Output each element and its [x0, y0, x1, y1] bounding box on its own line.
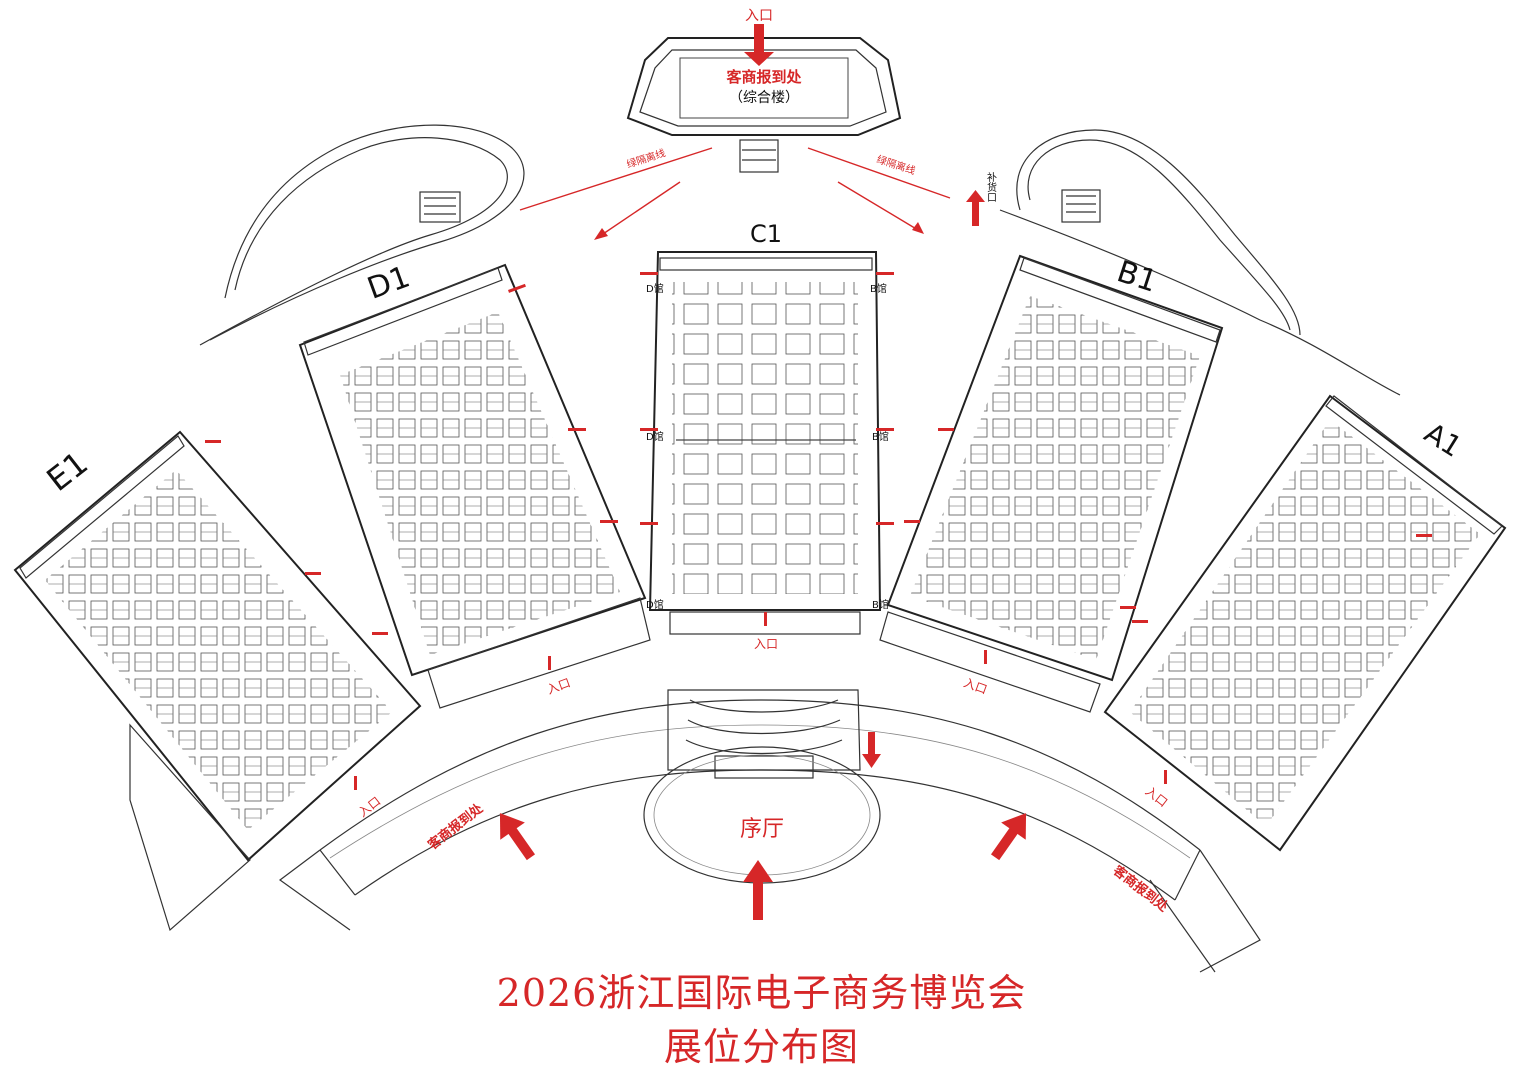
arrow-up-icon	[743, 860, 773, 920]
registration-top-label: 客商报到处	[725, 68, 802, 86]
hall-a1-label: A1	[1419, 416, 1468, 464]
left-ramp	[199, 124, 525, 346]
top-entrance-arrow	[744, 24, 774, 66]
e1-side-arrows	[205, 440, 388, 790]
arrow-down-icon	[862, 732, 881, 768]
registration-bottom-right-label: 客商报到处	[1110, 863, 1172, 916]
lobby-oval	[643, 746, 881, 884]
lobby-label: 序厅	[740, 817, 784, 842]
supply-entrance-label: 补货口	[985, 171, 997, 202]
arrow-up-icon	[499, 813, 536, 861]
c1-d-hall-label-bot: D馆	[646, 598, 664, 611]
hall-a1	[1103, 394, 1507, 852]
hall-e1-label: E1	[40, 444, 95, 499]
hall-c1	[648, 251, 882, 635]
hall-d1-label: D1	[363, 259, 415, 306]
hall-e1	[13, 430, 422, 932]
c1-d-hall-label-top: D馆	[646, 282, 664, 295]
c1-entrance-label: 入口	[754, 637, 778, 651]
hall-d1	[298, 263, 651, 709]
hall-b1	[879, 254, 1224, 713]
a1-entrance-label: 入口	[1143, 784, 1171, 810]
b1-side-arrows	[904, 428, 1136, 664]
d1-side-arrows	[508, 283, 618, 670]
isolation-left-label: 绿隔离线	[625, 146, 667, 171]
c1-d-hall-label-mid: D馆	[646, 430, 664, 443]
isolation-lines	[519, 147, 951, 240]
supply-entrance-arrow	[966, 190, 985, 226]
c1-b-hall-label-top: B馆	[870, 282, 887, 295]
lobby-entrance-arrows	[499, 732, 1027, 920]
a1-side-arrows	[1132, 534, 1432, 784]
auditorium	[667, 689, 861, 779]
top-entrance-label: 入口	[745, 8, 773, 24]
arrow-up-icon	[990, 813, 1027, 861]
right-ramp	[999, 129, 1401, 396]
b1-entrance-label: 入口	[962, 676, 989, 697]
map-title: 2026浙江国际电子商务博览会	[496, 971, 1027, 1015]
d1-entrance-label: 入口	[545, 676, 572, 697]
c1-b-hall-label-bot: B馆	[872, 598, 889, 611]
service-building	[626, 37, 902, 173]
registration-bottom-left-label: 客商报到处	[425, 800, 487, 853]
hall-c1-label: C1	[750, 220, 782, 248]
c1-b-hall-label-mid: B馆	[872, 430, 889, 443]
map-subtitle: 展位分布图	[663, 1025, 859, 1069]
registration-top-sublabel: （综合楼）	[729, 90, 799, 106]
c1-side-arrows	[640, 272, 894, 626]
